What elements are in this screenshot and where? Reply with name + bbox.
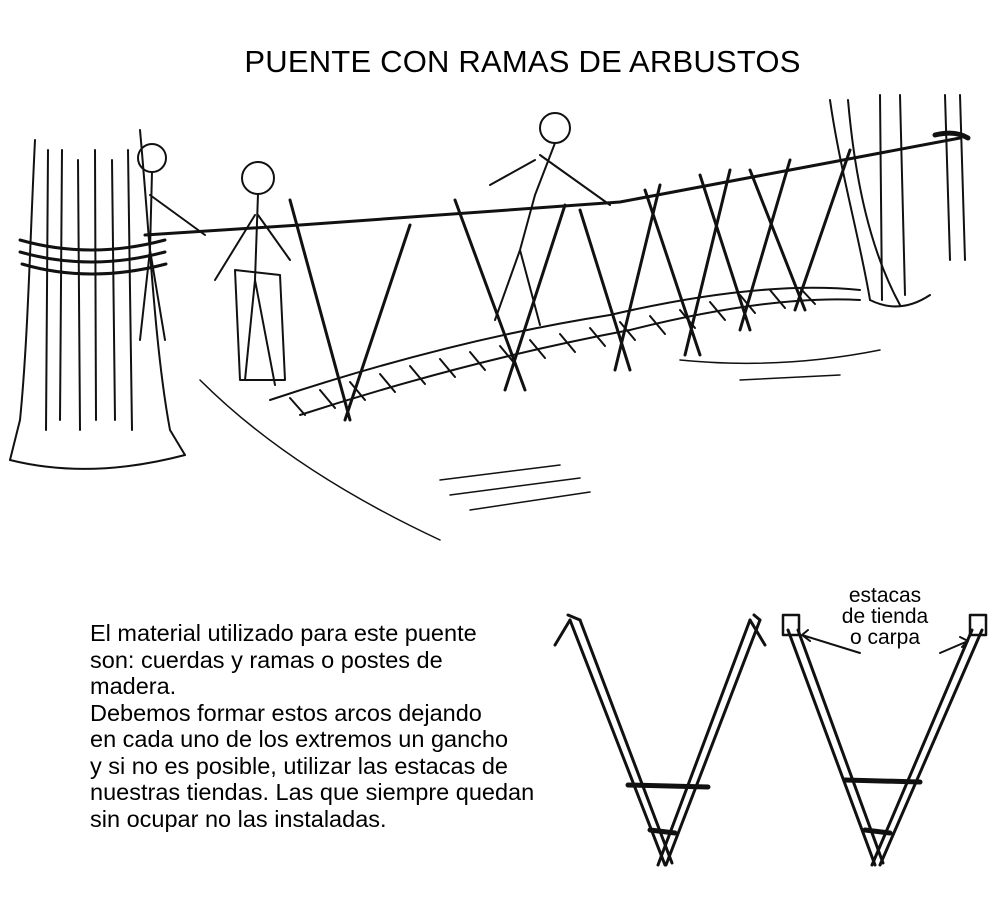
description-line: El material utilizado para este puente [90,620,477,646]
bridge-illustration [0,90,1000,560]
boy-left [137,143,206,341]
stake-label: estacas de tienda o carpa [830,585,940,648]
stake-label-line: de tienda [841,605,929,628]
description-line: sin ocupar no las instaladas. [90,805,387,832]
support-diagrams [540,575,1000,905]
x-supports [288,148,852,422]
description-line: nuestras tiendas. Las que siempre quedan [90,779,535,805]
stake-support [781,613,988,867]
description-line: madera. [90,673,177,699]
hooked-support [553,613,767,867]
walkway [269,286,861,416]
stake-label-line: o carpa [849,626,921,649]
description-line: en cada uno de los extremos un gancho [90,726,509,752]
page-title: PUENTE CON RAMAS DE ARBUSTOS [244,44,801,79]
right-trees [829,94,971,308]
boy-right [489,112,611,326]
left-tree [9,129,186,470]
stake-label-line: estacas [848,584,922,607]
description-line: y si no es posible, utilizar las estacas… [90,752,508,779]
description-line: Debemos formar estos arcos dejando [90,699,482,726]
description-line: son: cuerdas y ramas o postes de [90,646,443,673]
ground [199,349,881,541]
boy-middle [214,161,291,386]
description-text: El material utilizado para este puente s… [90,620,610,832]
